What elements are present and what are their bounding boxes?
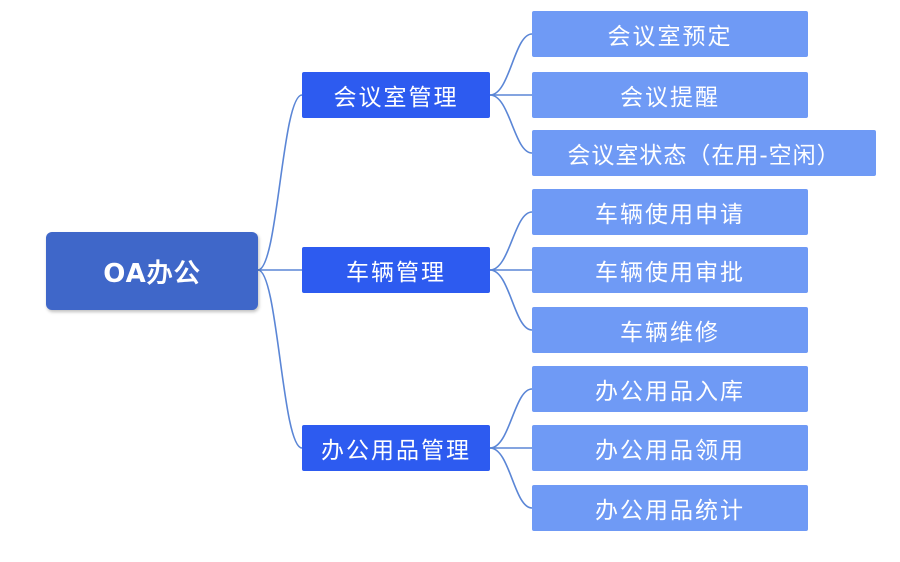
leaf-node-label: 办公用品领用	[595, 438, 745, 464]
branch-node-vehicle: 车辆管理	[302, 247, 490, 293]
leaf-node-label: 车辆使用申请	[595, 202, 745, 228]
root-node: OA办公	[46, 232, 258, 310]
leaf-node-supplies-stock-in: 办公用品入库	[532, 366, 808, 412]
branch-node-label: 车辆管理	[346, 260, 446, 286]
leaf-node-supplies-requisition: 办公用品领用	[532, 425, 808, 471]
root-node-label: OA办公	[103, 258, 201, 289]
connector-branch-1-to-leaf-1	[489, 33, 533, 96]
branch-node-label: 会议室管理	[333, 85, 459, 111]
leaf-node-room-status: 会议室状态（在用-空闲）	[532, 130, 876, 176]
branch-node-office-supplies: 办公用品管理	[302, 425, 490, 471]
leaf-node-vehicle-repair: 车辆维修	[532, 307, 808, 353]
leaf-node-label: 会议室预定	[607, 24, 733, 50]
leaf-node-room-booking: 会议室预定	[532, 11, 808, 57]
leaf-node-vehicle-request: 车辆使用申请	[532, 189, 808, 235]
leaf-node-label: 办公用品统计	[595, 498, 745, 524]
leaf-node-label: 车辆使用审批	[595, 260, 745, 286]
connector-branch-1-to-leaf-3	[489, 94, 533, 154]
leaf-node-vehicle-approval: 车辆使用审批	[532, 247, 808, 293]
leaf-node-label: 会议提醒	[620, 85, 720, 111]
leaf-node-supplies-statistics: 办公用品统计	[532, 485, 808, 531]
connector-branch-2-to-leaf-3	[489, 269, 533, 331]
connector-root-to-branch-1	[257, 94, 303, 271]
connector-branch-3-to-leaf-1	[489, 388, 533, 449]
leaf-node-label: 车辆维修	[620, 320, 720, 346]
connector-root-to-branch-3	[257, 269, 303, 449]
branch-node-meeting-room: 会议室管理	[302, 72, 490, 118]
leaf-node-label: 办公用品入库	[595, 379, 745, 405]
leaf-node-label: 会议室状态（在用-空闲）	[567, 143, 841, 169]
connector-branch-3-to-leaf-3	[489, 447, 533, 509]
connector-branch-2-to-leaf-1	[489, 211, 533, 271]
branch-node-label: 办公用品管理	[321, 438, 471, 464]
leaf-node-meeting-reminder: 会议提醒	[532, 72, 808, 118]
